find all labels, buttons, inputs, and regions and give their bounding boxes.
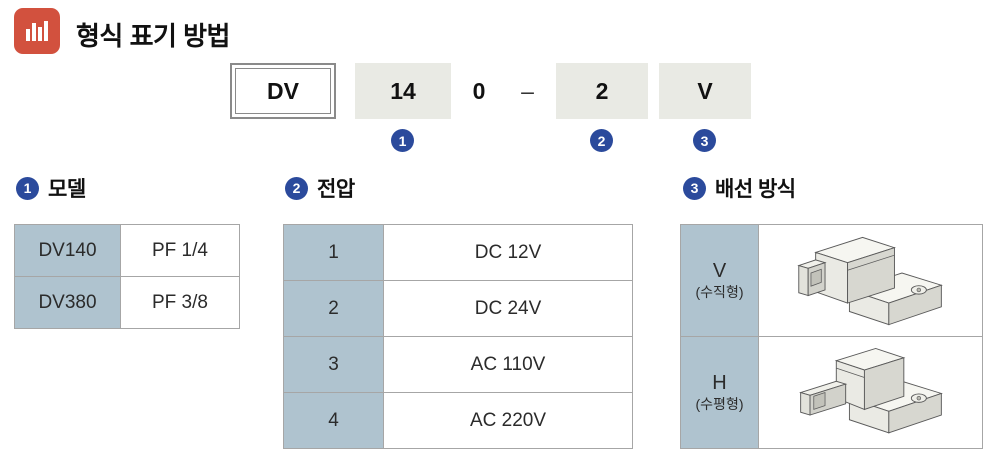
marker-2-icon: 2 xyxy=(590,129,613,152)
code-prefix-text: DV xyxy=(235,68,331,114)
voltage-key: 4 xyxy=(283,392,384,449)
code-prefix-box: DV xyxy=(230,63,336,119)
marker-1-icon: 1 xyxy=(16,176,39,200)
wiring-key: V (수직형) xyxy=(680,224,759,337)
wiring-key-sub: (수직형) xyxy=(695,284,744,301)
wiring-key: H (수평형) xyxy=(680,336,759,449)
table-row: 4 AC 220V xyxy=(283,392,633,449)
section-wiring-title: 배선 방식 xyxy=(715,178,796,201)
code-segment-voltage: 2 xyxy=(556,63,648,119)
code-dash: – xyxy=(521,77,534,104)
wiring-key-code: H xyxy=(712,372,727,395)
marker-2-icon: 2 xyxy=(285,176,308,200)
wiring-image-cell xyxy=(758,224,983,337)
bar-chart-icon xyxy=(14,8,60,54)
table-row: V (수직형) xyxy=(680,224,983,337)
valve-horizontal-illustration xyxy=(798,347,943,434)
wiring-key-code: V xyxy=(712,260,727,283)
table-row: 2 DC 24V xyxy=(283,280,633,337)
marker-3-icon: 3 xyxy=(683,176,706,200)
wiring-key-sub: (수평형) xyxy=(695,396,744,413)
marker-3-icon: 3 xyxy=(693,129,716,152)
voltage-value: AC 220V xyxy=(383,392,633,449)
valve-vertical-illustration xyxy=(796,236,943,325)
wiring-table: V (수직형) xyxy=(680,224,983,449)
section-voltage-title: 전압 xyxy=(317,178,355,201)
code-segment-wiring: V xyxy=(659,63,751,119)
table-row: 1 DC 12V xyxy=(283,224,633,281)
section-model-header: 1 모델 xyxy=(16,173,86,203)
model-table: DV140 PF 1/4 DV380 PF 3/8 xyxy=(14,224,240,329)
section-voltage-header: 2 전압 xyxy=(285,173,355,203)
voltage-value: AC 110V xyxy=(383,336,633,393)
voltage-value: DC 24V xyxy=(383,280,633,337)
model-value: PF 3/8 xyxy=(120,276,240,329)
model-key: DV140 xyxy=(14,224,121,277)
wiring-image-cell xyxy=(758,336,983,449)
table-row: DV380 PF 3/8 xyxy=(14,276,240,329)
code-segment-zero: 0 xyxy=(472,77,486,104)
marker-1-icon: 1 xyxy=(391,129,414,152)
voltage-table: 1 DC 12V 2 DC 24V 3 AC 110V 4 AC 220V xyxy=(283,224,633,449)
voltage-value: DC 12V xyxy=(383,224,633,281)
voltage-key: 2 xyxy=(283,280,384,337)
model-key: DV380 xyxy=(14,276,121,329)
code-segment-model: 14 xyxy=(355,63,451,119)
model-value: PF 1/4 xyxy=(120,224,240,277)
voltage-key: 1 xyxy=(283,224,384,281)
voltage-key: 3 xyxy=(283,336,384,393)
table-row: DV140 PF 1/4 xyxy=(14,224,240,277)
page-title: 형식 표기 방법 xyxy=(76,21,230,51)
section-wiring-header: 3 배선 방식 xyxy=(683,173,796,203)
table-row: H (수평형) xyxy=(680,336,983,449)
section-model-title: 모델 xyxy=(48,178,86,201)
table-row: 3 AC 110V xyxy=(283,336,633,393)
